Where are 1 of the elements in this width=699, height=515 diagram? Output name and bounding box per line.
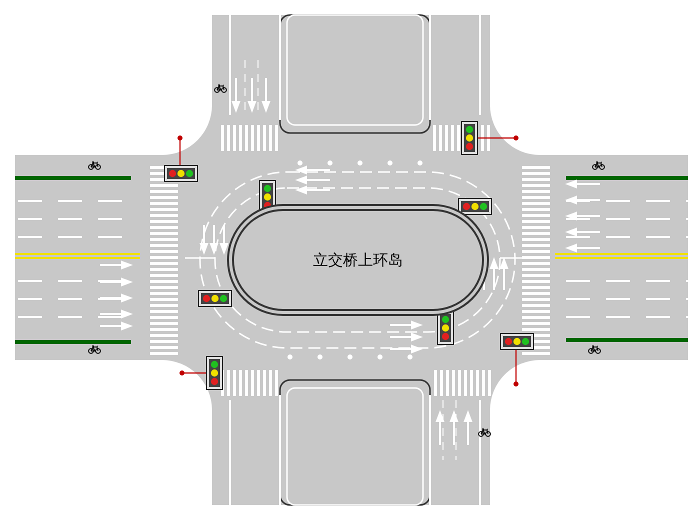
island-label: 立交桥上环岛 [313,250,403,270]
